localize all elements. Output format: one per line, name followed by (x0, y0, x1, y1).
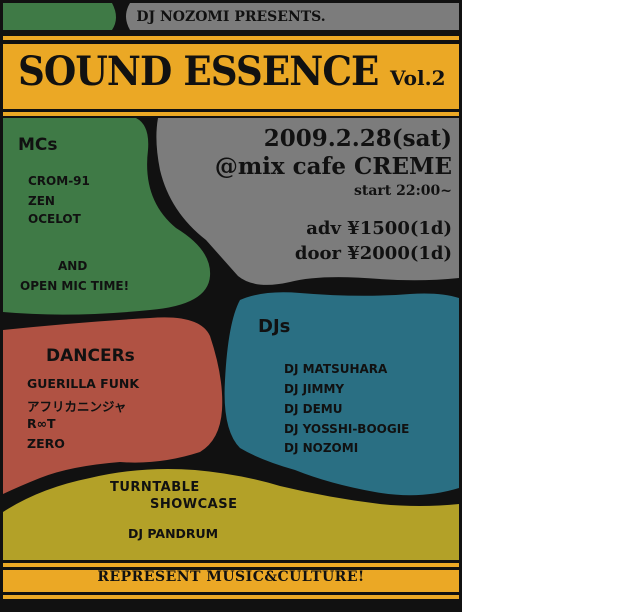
volume-label: Vol.2 (390, 66, 446, 90)
djs-heading: DJs (258, 316, 291, 337)
showcase-region (3, 469, 459, 560)
dj-name: DJ DEMU (284, 402, 343, 416)
showcase-heading-line2: SHOWCASE (150, 497, 238, 512)
dj-name: DJ JIMMY (284, 382, 345, 396)
mcs-region (3, 118, 211, 315)
presenter-line: DJ NOZOMI PRESENTS. (136, 9, 326, 25)
mc-name: ZEN (28, 194, 55, 208)
dancer-name: ZERO (27, 436, 65, 451)
footer-band (3, 570, 459, 592)
title-band (3, 44, 459, 109)
footer-tagline: REPRESENT MUSIC&CULTURE! (97, 569, 365, 585)
advance-price: adv ¥1500(1d) (306, 218, 452, 239)
dancer-name: GUERILLA FUNK (27, 376, 140, 391)
dancer-name: アフリカニンジャ (27, 399, 127, 414)
event-info-region (156, 118, 459, 285)
mc-name: CROM-91 (28, 174, 90, 188)
mcs-note-and: AND (58, 259, 88, 273)
event-date: 2009.2.28(sat) (263, 125, 452, 152)
showcase-heading-line1: TURNTABLE (110, 480, 200, 495)
showcase-dj-name: DJ PANDRUM (128, 526, 219, 541)
mc-name: OCELOT (28, 212, 81, 226)
dancers-heading: DANCERs (46, 346, 135, 366)
mcs-note-open-mic: OPEN MIC TIME! (20, 279, 130, 293)
event-flyer: DJ NOZOMI PRESENTS. SOUND ESSENCE Vol.2 … (0, 0, 462, 612)
top-left-green-patch (3, 3, 116, 30)
event-title: SOUND ESSENCE (18, 48, 379, 95)
start-time: start 22:00~ (354, 183, 452, 199)
djs-region (224, 292, 459, 496)
dj-name: DJ YOSSHI-BOOGIE (284, 422, 410, 436)
flyer-background (0, 0, 462, 612)
top-grey-strip (126, 3, 459, 30)
event-venue: @mix cafe CREME (214, 153, 452, 180)
dancer-name: R∞T (27, 416, 56, 431)
mcs-heading: MCs (18, 135, 58, 155)
dj-name: DJ MATSUHARA (284, 362, 388, 376)
door-price: door ¥2000(1d) (294, 243, 452, 264)
dancers-region (3, 317, 223, 494)
dj-name: DJ NOZOMI (284, 441, 359, 455)
